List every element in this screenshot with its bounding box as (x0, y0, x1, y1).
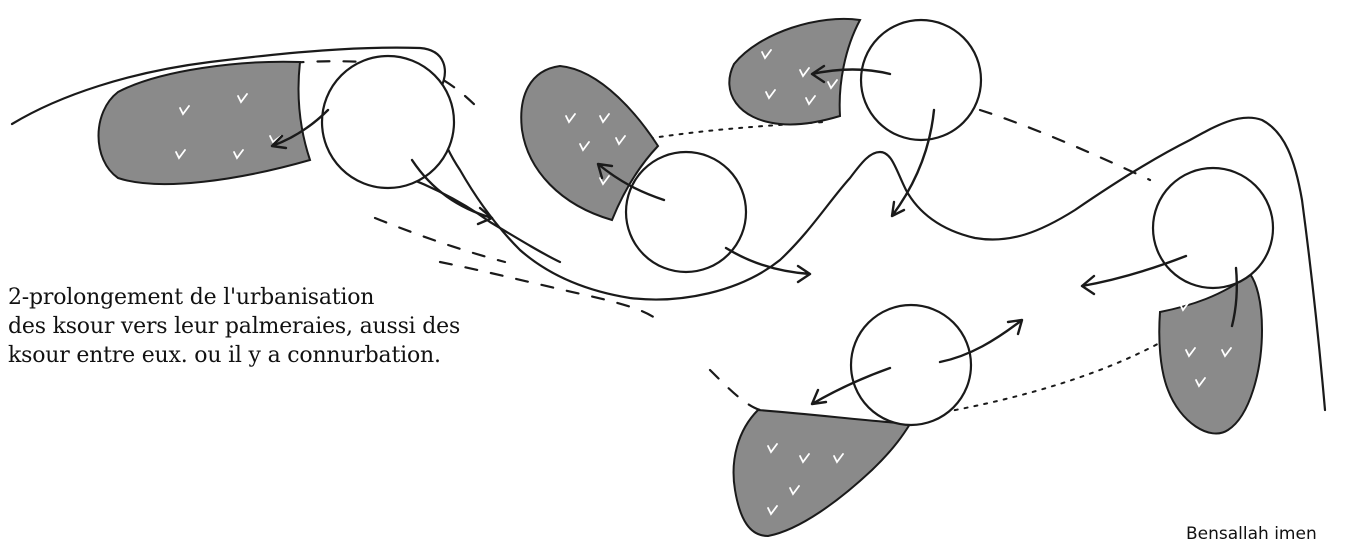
palmeraie-4 (1159, 274, 1262, 434)
ksar-3 (861, 20, 981, 140)
palmeraie-3 (729, 19, 860, 125)
caption-line-3: ksour entre eux. ou il y a connurbation. (8, 341, 460, 370)
dashed-mid-left (375, 218, 505, 262)
caption-line-2: des ksour vers leur palmeraies, aussi de… (8, 312, 460, 341)
caption-line-1: 2-prolongement de l'urbanisation (8, 283, 460, 312)
palmeraie-1 (99, 62, 311, 184)
diagram-caption: 2-prolongement de l'urbanisation des kso… (8, 283, 460, 370)
arrow-ksar4-out (1082, 256, 1186, 294)
author-credit: Bensallah imen (1186, 524, 1317, 544)
dashed-upper-right (980, 110, 1150, 180)
ksar-1 (322, 56, 454, 188)
arrow-ksar2-out (726, 248, 810, 282)
palmeraie-5 (734, 410, 910, 536)
ksar-2 (626, 152, 746, 272)
dashed-lower-middle (710, 370, 760, 410)
ksar-5 (851, 305, 971, 425)
palmeraies (99, 19, 1263, 536)
ksar-4 (1153, 168, 1273, 288)
dotted-lower-right (945, 340, 1165, 412)
